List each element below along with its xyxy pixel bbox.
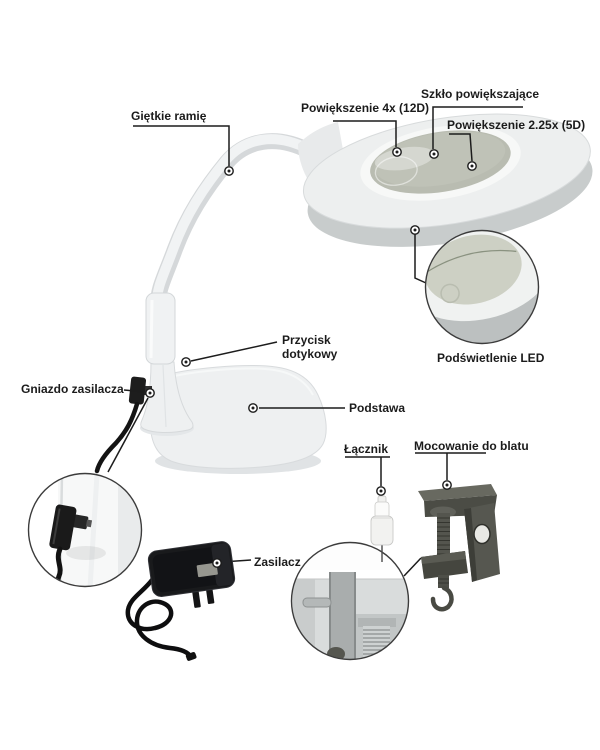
lamp-head (298, 113, 593, 247)
label-connector: Łącznik (344, 442, 389, 456)
adapter-cord (125, 577, 194, 660)
label-power-socket: Gniazdo zasilacza (21, 382, 124, 396)
label-led-backlight: Podświetlenie LED (437, 351, 545, 365)
label-magnification-4x: Powiększenie 4x (12D) (301, 101, 430, 115)
lamp-arm (150, 133, 317, 313)
label-magnification-225x: Powiększenie 2.25x (5D) (447, 118, 586, 132)
label-magnifying-glass: Szkło powiększające (421, 87, 540, 101)
label-base: Podstawa (349, 401, 406, 415)
callout-lines (107, 106, 523, 563)
connector-part (370, 495, 394, 562)
lamp-base (149, 365, 327, 474)
label-touch-button: Przycisk dotykowy (282, 333, 338, 362)
label-power-adapter: Zasilacz (254, 555, 301, 569)
table-clamp (418, 484, 500, 612)
lamp-pole (140, 292, 194, 436)
mount-detail-circle (290, 541, 410, 661)
callout-dots (145, 147, 477, 568)
plug-detail-circle (27, 472, 143, 588)
label-flexible-arm: Giętkie ramię (131, 109, 207, 123)
mount-detail-pointer-line (403, 557, 422, 577)
led-detail-circle (424, 229, 540, 345)
magnifier-glass (302, 113, 593, 247)
power-adapter (125, 541, 236, 661)
label-table-mount: Mocowanie do blatu (414, 439, 529, 453)
